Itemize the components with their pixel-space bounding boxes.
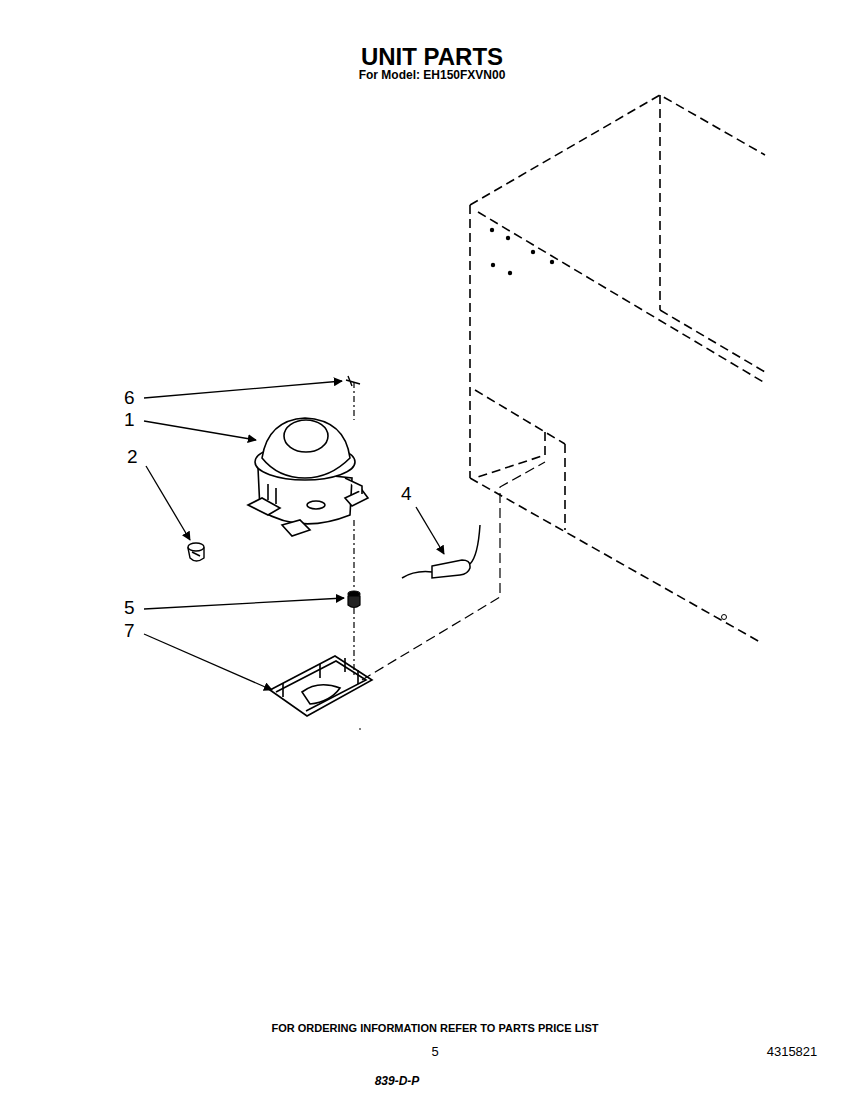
model-line: For Model: EH150FXVN00 [359, 69, 506, 82]
callout-number: 1 [124, 410, 135, 431]
grommet-part [348, 591, 360, 608]
speck [360, 728, 361, 730]
drier-part [402, 525, 480, 578]
compressor [248, 418, 368, 536]
document-number: 4315821 [767, 1045, 818, 1059]
callout-number: 2 [127, 447, 138, 468]
base-plate [270, 656, 372, 716]
grommet-part [188, 543, 204, 561]
page-number: 5 [431, 1045, 438, 1059]
footer-note: FOR ORDERING INFORMATION REFER TO PARTS … [272, 1022, 599, 1034]
print-code: 839-D-P [375, 1075, 420, 1088]
callout-number: 6 [124, 388, 135, 409]
cabinet-outline [470, 95, 765, 642]
page-title: UNIT PARTS [361, 44, 503, 70]
assembly-line [354, 382, 545, 680]
callout-number: 4 [401, 484, 412, 505]
cabinet-holes [490, 228, 727, 620]
callout-number: 7 [124, 621, 135, 642]
clip-part [346, 376, 360, 386]
callout-number: 5 [124, 598, 135, 619]
leader-lines [144, 381, 444, 690]
